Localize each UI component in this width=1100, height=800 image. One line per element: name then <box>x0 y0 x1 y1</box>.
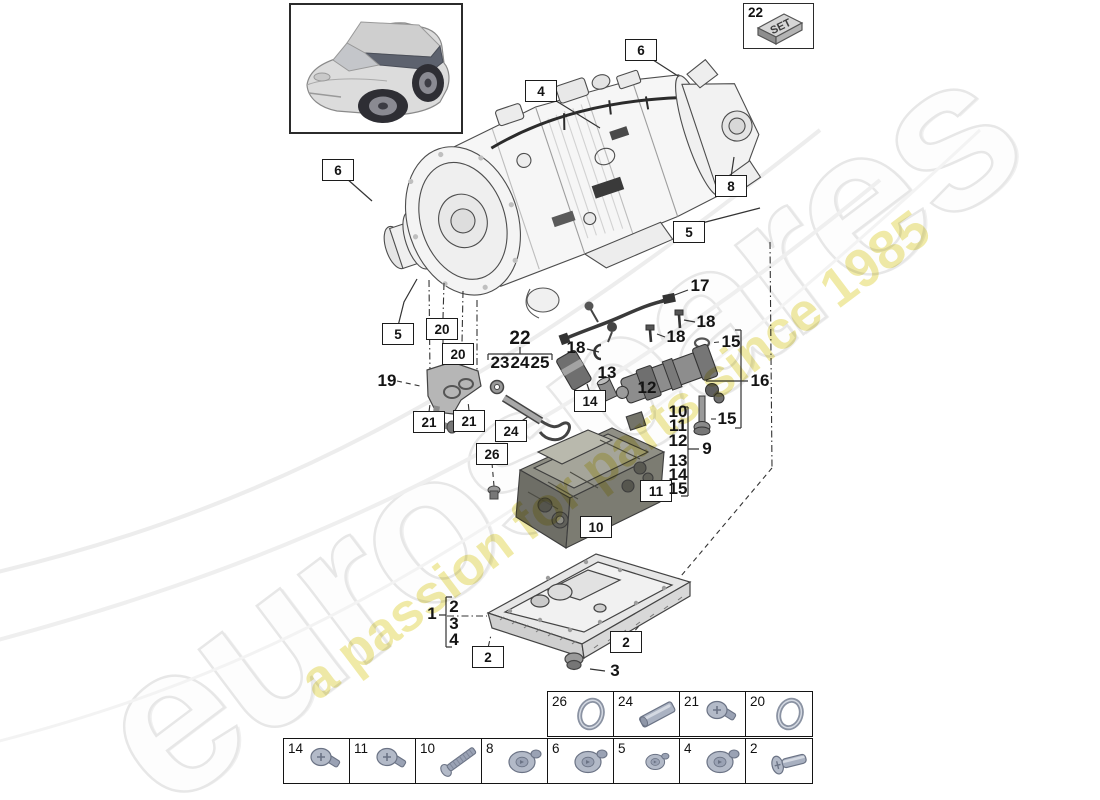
part-callout-box-4[interactable]: 4 <box>525 80 557 102</box>
part-callout-17: 17 <box>690 276 710 295</box>
part-callout-15: 15 <box>717 409 737 428</box>
part-callout-24: 24 <box>510 353 530 372</box>
fastener-cell-11[interactable]: 11 <box>350 739 416 783</box>
part-callout-box-5[interactable]: 5 <box>673 221 705 243</box>
part-callout-4: 4 <box>449 630 459 649</box>
screw-pan-side-icon <box>770 748 809 776</box>
part-callout-19: 19 <box>377 371 397 390</box>
part-callout-box-6[interactable]: 6 <box>322 159 354 181</box>
part-callout-14: 14 <box>668 465 688 484</box>
fastener-cell-21[interactable]: 21 <box>680 692 746 736</box>
screw-flat-icon <box>574 749 608 774</box>
part-callout-box-21[interactable]: 21 <box>453 410 485 432</box>
fastener-number: 20 <box>750 694 766 709</box>
part-callout-box-2[interactable]: 2 <box>610 631 642 653</box>
car-thumbnail <box>289 3 463 134</box>
part-callout-2: 2 <box>449 597 459 616</box>
fastener-cell-24[interactable]: 24 <box>614 692 680 736</box>
fastener-table-row-bottom: 14 11 10 8 6 5 4 2 <box>283 738 813 784</box>
part-callout-16: 16 <box>750 371 770 390</box>
screw-pan-icon <box>376 747 408 769</box>
fastener-cell-26[interactable]: 26 <box>548 692 614 736</box>
oil-pipe-drawing <box>558 292 676 346</box>
part-callout-9: 9 <box>702 439 712 458</box>
o-ring-icon <box>571 697 611 731</box>
fastener-number: 24 <box>618 694 634 709</box>
fastener-cell-8[interactable]: 8 <box>482 739 548 783</box>
part-callout-box-8[interactable]: 8 <box>715 175 747 197</box>
fastener-number: 2 <box>750 741 758 756</box>
fastener-cell-20[interactable]: 20 <box>746 692 812 736</box>
set-kit-number: 22 <box>748 5 764 20</box>
part-callout-box-2[interactable]: 2 <box>472 646 504 668</box>
part-callout-box-21[interactable]: 21 <box>413 411 445 433</box>
part-callout-25: 25 <box>530 353 550 372</box>
part-callout-3: 3 <box>610 661 620 680</box>
oil-pan-drawing <box>486 553 692 671</box>
screw-flat-icon <box>706 749 740 774</box>
fastener-number: 21 <box>684 694 700 709</box>
part-callout-box-26[interactable]: 26 <box>476 443 508 465</box>
actuator-drawing <box>615 343 719 404</box>
part-callout-box-10[interactable]: 10 <box>580 516 612 538</box>
screw-long-icon <box>439 744 479 778</box>
part-callout-15: 15 <box>721 332 741 351</box>
fastener-table-row-top: 26 24 21 20 <box>547 691 813 737</box>
fastener-number: 26 <box>552 694 568 709</box>
fastener-number: 8 <box>486 741 494 756</box>
part-callout-12: 12 <box>668 431 688 450</box>
part-callout-box-5[interactable]: 5 <box>382 323 414 345</box>
part-callout-1: 1 <box>427 604 437 623</box>
screw-flat-small-icon <box>645 752 670 771</box>
screw-pan-icon <box>706 700 738 722</box>
fastener-number: 6 <box>552 741 560 756</box>
part-callout-22: 22 <box>509 328 531 349</box>
fastener-cell-10[interactable]: 10 <box>416 739 482 783</box>
valve-body-drawing <box>515 411 666 549</box>
part-callout-3: 3 <box>449 614 459 633</box>
part-callout-box-20[interactable]: 20 <box>426 318 458 340</box>
part-callout-13: 13 <box>668 451 688 470</box>
fastener-cell-5[interactable]: 5 <box>614 739 680 783</box>
fastener-cell-4[interactable]: 4 <box>680 739 746 783</box>
fastener-cell-14[interactable]: 14 <box>284 739 350 783</box>
fastener-number: 14 <box>288 741 304 756</box>
fastener-number: 5 <box>618 741 626 756</box>
part-callout-box-6[interactable]: 6 <box>625 39 657 61</box>
part-callout-box-20[interactable]: 20 <box>442 343 474 365</box>
part-callout-box-11[interactable]: 11 <box>640 480 672 502</box>
part-callout-18: 18 <box>696 312 716 331</box>
set-kit-icon: SET <box>756 13 804 46</box>
fastener-cell-6[interactable]: 6 <box>548 739 614 783</box>
fastener-number: 11 <box>354 741 369 756</box>
part-callout-11: 11 <box>669 416 687 435</box>
o-ring-icon <box>770 697 810 731</box>
part-callout-13: 13 <box>597 363 617 382</box>
part-callout-12: 12 <box>637 378 657 397</box>
part-callout-box-14[interactable]: 14 <box>574 390 606 412</box>
pin-icon <box>638 700 677 729</box>
screw-pan-icon <box>310 747 342 769</box>
fastener-cell-2[interactable]: 2 <box>746 739 812 783</box>
screw-flat-icon <box>508 749 542 774</box>
set-kit-thumbnail[interactable]: 22 SET <box>743 3 814 49</box>
part-callout-18: 18 <box>666 327 686 346</box>
part-callout-18: 18 <box>566 338 586 357</box>
part-callout-15: 15 <box>668 479 688 498</box>
fastener-number: 4 <box>684 741 692 756</box>
part-callout-10: 10 <box>668 402 688 421</box>
fastener-number: 10 <box>420 741 436 756</box>
part-callout-box-24[interactable]: 24 <box>495 420 527 442</box>
part-callout-23: 23 <box>490 353 510 372</box>
car-illustration <box>306 21 450 123</box>
